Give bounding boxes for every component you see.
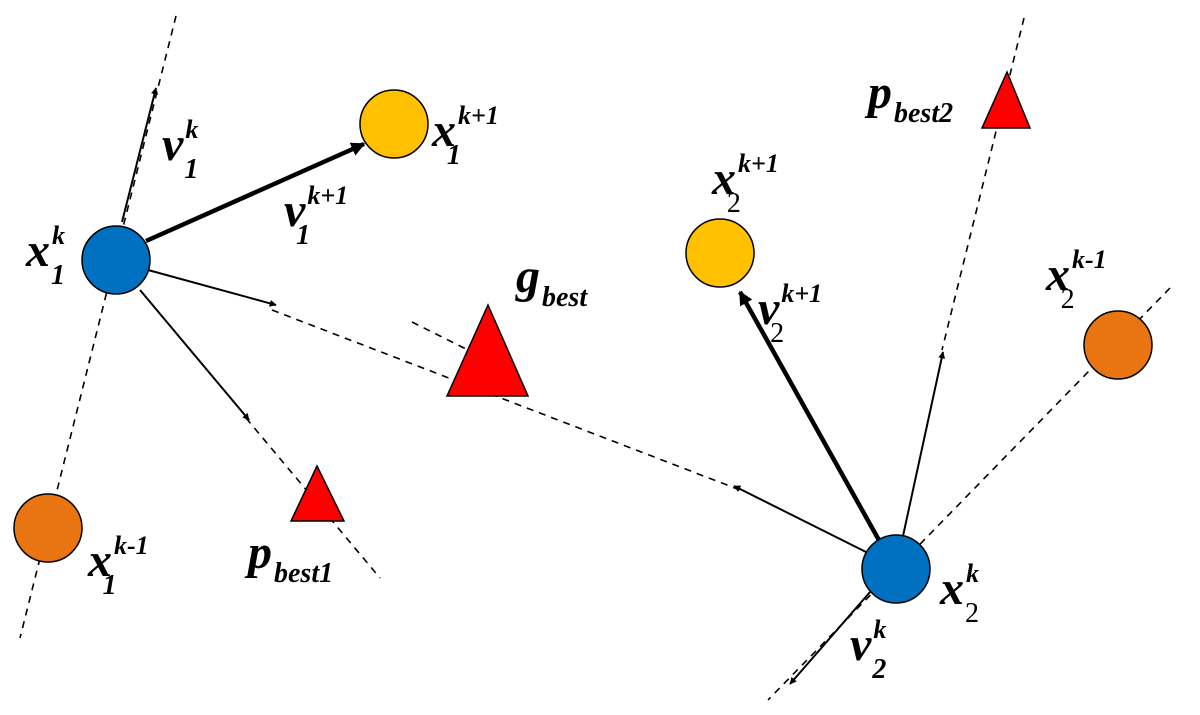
- pbest1-marker: [289, 464, 346, 522]
- guide-to-pbest2: [941, 17, 1025, 351]
- particle-x2k: [861, 534, 931, 604]
- label-pbest2: pbest2: [864, 66, 953, 129]
- particle-1-arrows: [121, 87, 366, 421]
- gbest-attraction-arrow-1: [147, 269, 277, 307]
- particle-x2k1: [685, 218, 755, 288]
- velocity-v2k1-arrow: [738, 290, 882, 544]
- pbest1-attraction-arrow: [139, 289, 250, 421]
- particles: [13, 89, 1153, 604]
- best-markers: [289, 70, 1032, 522]
- velocity-v2k-arrow: [789, 591, 871, 685]
- label-pbest1: pbest1: [244, 526, 333, 589]
- particle-x1km1: [13, 493, 83, 563]
- pbest2-attraction-arrow: [902, 351, 946, 537]
- gbest-attraction-arrow-2: [733, 485, 869, 554]
- particle-x1k1: [359, 89, 429, 159]
- label-gbest: gbest: [515, 250, 588, 313]
- gbest-marker: [445, 303, 530, 397]
- particle-2-arrows: [733, 290, 946, 685]
- velocity-v1k1-arrow: [145, 141, 366, 244]
- velocity-v1k-arrow: [121, 87, 158, 223]
- pbest2-marker: [980, 70, 1032, 129]
- particle-x1k: [81, 225, 151, 295]
- particle-x2km1: [1083, 310, 1153, 380]
- guide-to-gbest-particle-1: [271, 309, 741, 491]
